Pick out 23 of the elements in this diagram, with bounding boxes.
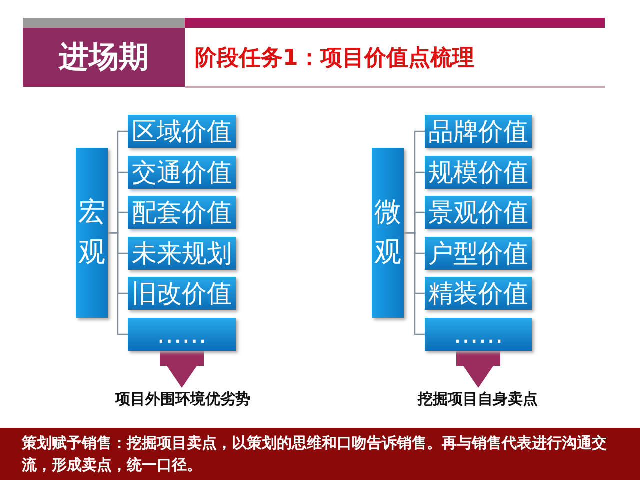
value-box: 未来规划 — [128, 237, 236, 270]
value-box: 交通价值 — [128, 156, 236, 189]
value-box: 配套价值 — [128, 196, 236, 229]
value-box: …… — [425, 318, 532, 351]
value-box: 旧改价值 — [128, 277, 236, 310]
bracket-line — [404, 232, 425, 336]
header-box: 进场期 — [23, 28, 185, 87]
value-box: …… — [128, 318, 236, 351]
value-box: 区域价值 — [128, 115, 236, 148]
result-text: 项目外围环境优劣势 — [103, 388, 263, 410]
down-arrow — [160, 351, 204, 388]
category-box: 微观 — [372, 148, 404, 318]
value-box: 户型价值 — [425, 237, 532, 270]
bracket-line — [108, 232, 128, 336]
category-box: 宏观 — [76, 148, 108, 318]
note-band: 策划赋予销售：挖掘项目卖点，以策划的思维和口吻告诉销售。再与销售代表进行沟通交流，形成卖点，统一口径。 — [0, 428, 640, 480]
result-text: 挖掘项目自身卖点 — [408, 388, 548, 410]
title: 阶段任务1：项目价值点梳理 — [195, 45, 474, 73]
value-box: 景观价值 — [425, 196, 532, 229]
value-box: 品牌价值 — [425, 115, 532, 148]
value-box: 精装价值 — [425, 277, 532, 310]
value-box: 规模价值 — [425, 156, 532, 189]
down-arrow — [456, 351, 500, 388]
